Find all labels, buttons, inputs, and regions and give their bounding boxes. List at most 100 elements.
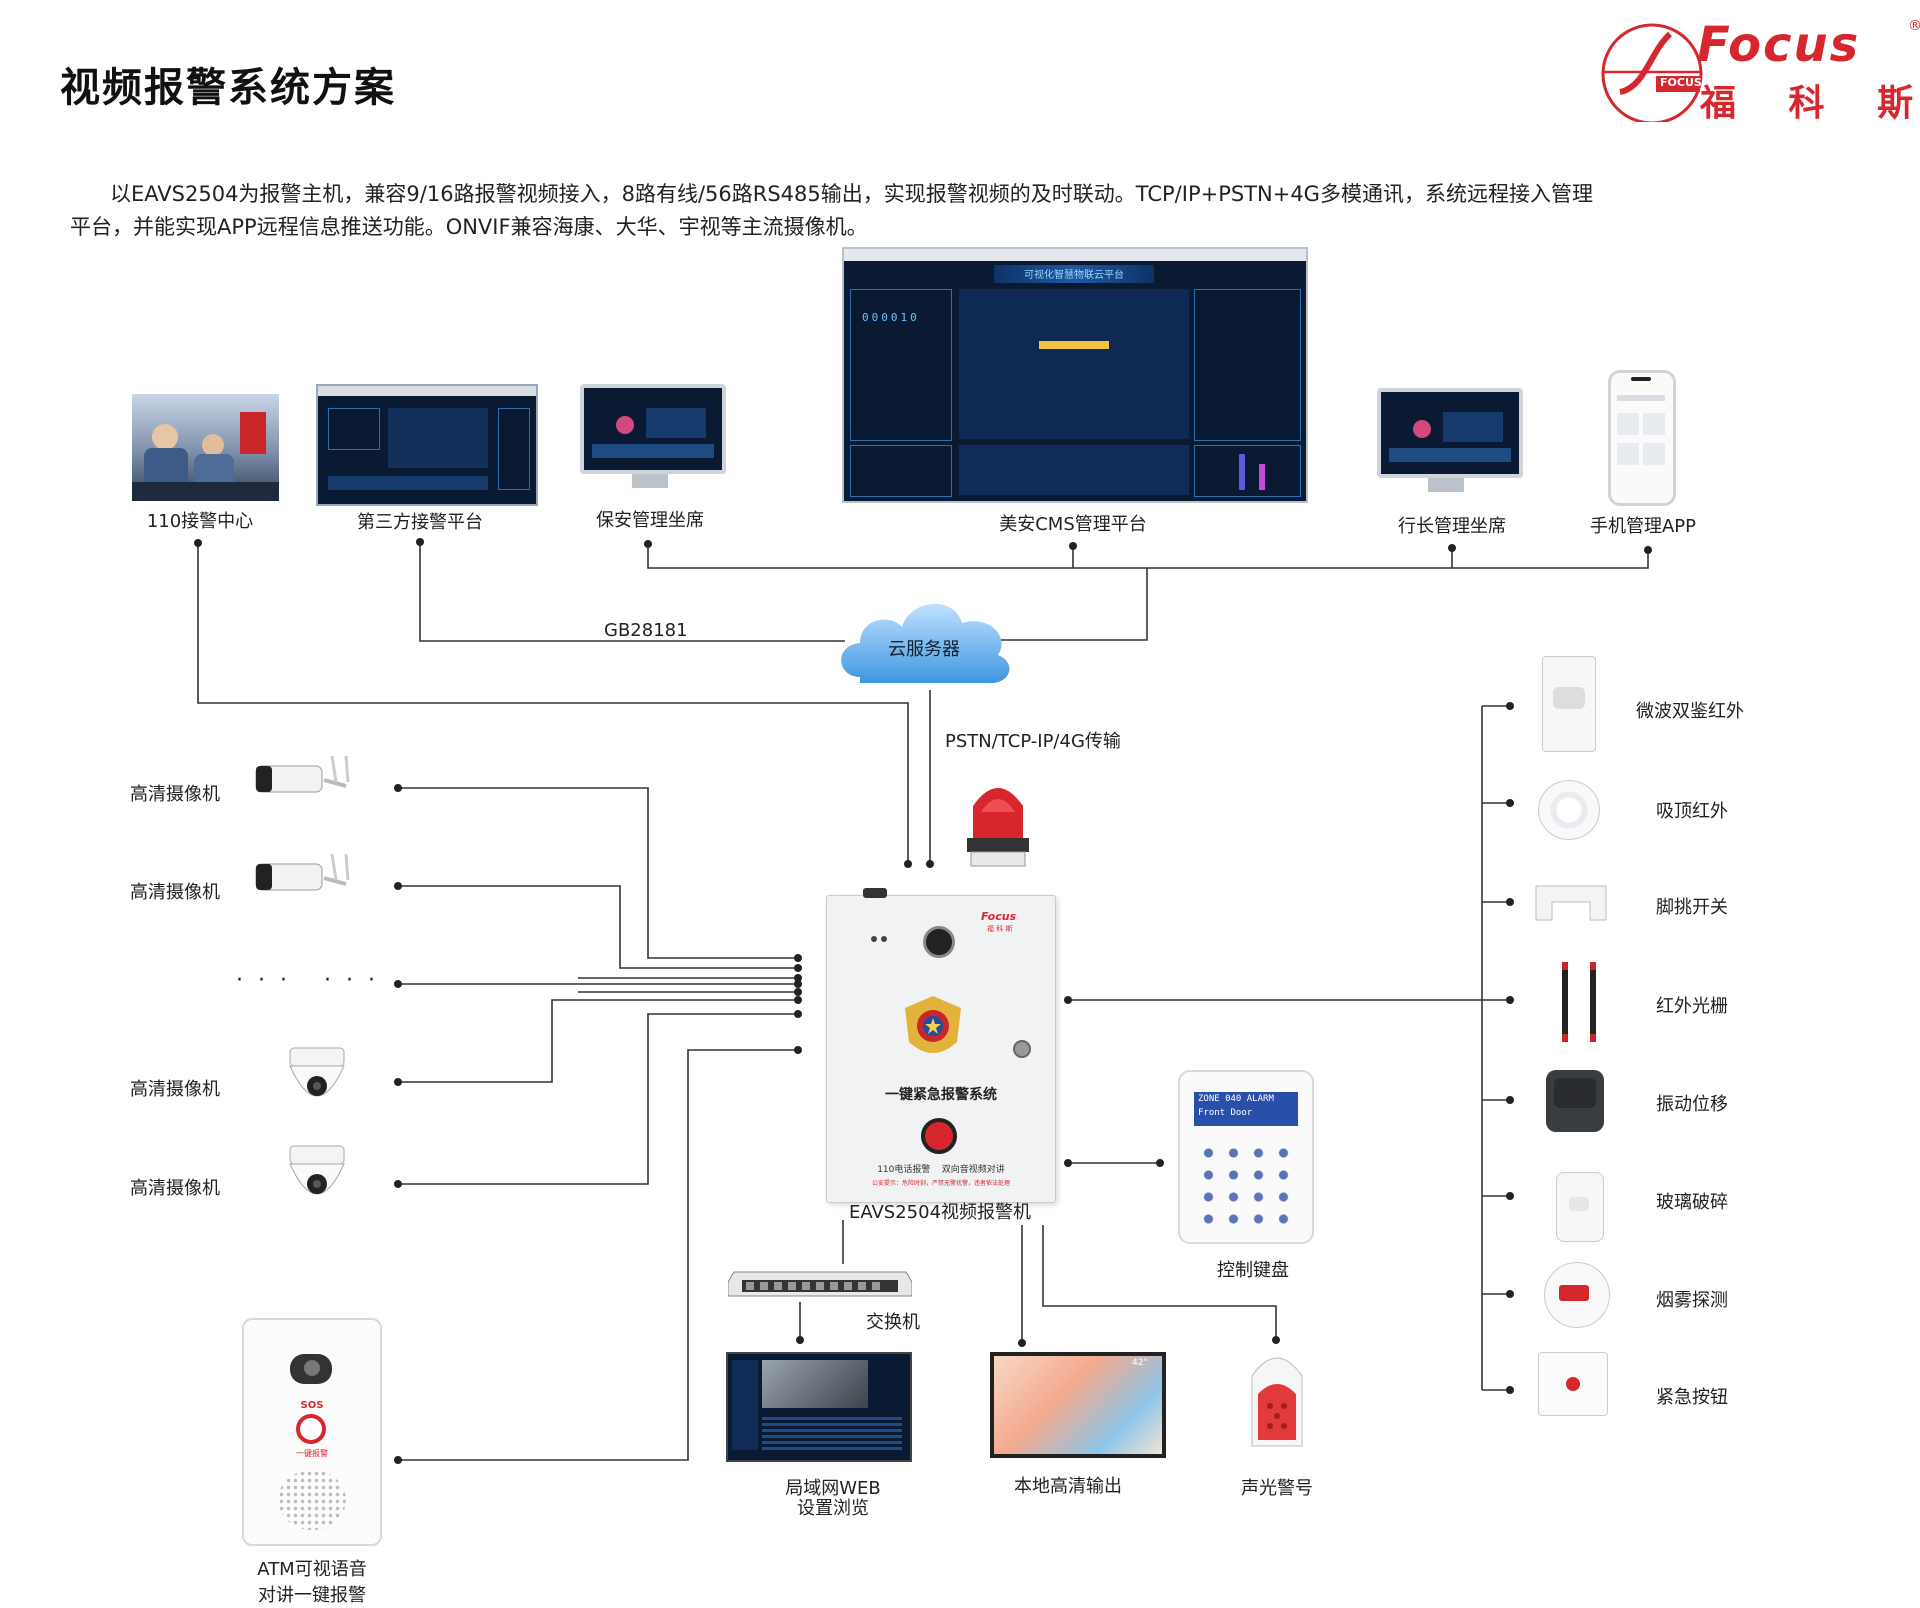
host-device: Focus 福 科 斯 一键紧急报警系统 110电话报警 双向音视频对讲 公安提… <box>826 888 1056 1203</box>
sensor-1-label: 微波双鉴红外 <box>1636 701 1744 722</box>
host-panel-note: 公安提示：危险时刻，严禁无警扰警，违者依法处理 <box>871 1180 1010 1187</box>
security-seat-label: 保安管理坐席 <box>596 510 704 531</box>
host-label: EAVS2504视频报警机 <box>848 1202 1032 1223</box>
rotating-beacon-icon <box>967 788 1029 867</box>
third-party-screen <box>316 384 538 506</box>
manager-seat-monitor <box>1377 388 1523 478</box>
sensor-6-label: 玻璃破碎 <box>1656 1192 1728 1213</box>
camera-dots-left: · · · <box>236 968 291 993</box>
speaker-grille-icon <box>278 1470 346 1530</box>
keypad-buttons-icon <box>1196 1142 1296 1232</box>
police-center-label: 110接警中心 <box>146 511 254 532</box>
security-seat-monitor <box>580 384 726 474</box>
cms-header-text: 可视化智慧物联云平台 <box>1024 270 1124 281</box>
sensor-2-label: 吸顶红外 <box>1656 801 1728 822</box>
logo-brand-en: Focus <box>1697 17 1861 73</box>
bullet-camera-1 <box>254 752 354 812</box>
atm-btn-text: 一键报警 <box>296 1449 328 1458</box>
foot-switch <box>1534 880 1608 924</box>
ceiling-pir-sensor <box>1538 780 1600 840</box>
camera-dots-right: · · · <box>324 968 379 993</box>
glass-break-sensor <box>1556 1172 1604 1242</box>
atm-label-line2: 对讲一键报警 <box>258 1585 366 1606</box>
page-title: 视频报警系统方案 <box>60 65 396 111</box>
sensor-7-label: 烟雾探测 <box>1656 1290 1728 1311</box>
bullet-camera-2 <box>254 850 354 910</box>
camera-2-label: 高清摄像机 <box>130 882 220 903</box>
web-browse-screen <box>726 1352 912 1462</box>
sensor-4-label: 红外光栅 <box>1656 996 1728 1017</box>
manager-seat-stand <box>1428 478 1464 492</box>
control-keypad: ZONE 040 ALARM Front Door <box>1178 1070 1314 1244</box>
foot-switch-icon <box>1535 885 1607 921</box>
host-brand-cn: 福 科 斯 <box>987 925 1013 933</box>
alarm-beacon <box>965 778 1031 868</box>
dome-camera-1 <box>282 1046 352 1114</box>
emergency-button[interactable] <box>921 1118 957 1154</box>
key-lock-icon <box>1013 1040 1031 1058</box>
cloud-icon <box>841 603 1010 684</box>
gb28181-label: GB28181 <box>604 620 688 641</box>
dome-camera-2 <box>282 1144 352 1212</box>
keypad-label: 控制键盘 <box>1217 1260 1289 1281</box>
sensor-5-label: 振动位移 <box>1656 1094 1728 1115</box>
bullet-camera-icon <box>255 853 350 891</box>
sensor-8-label: 紧急按钮 <box>1656 1387 1728 1408</box>
bullet-camera-icon <box>255 755 350 793</box>
host-panel-sub: 110电话报警 双向音视频对讲 <box>877 1165 1005 1175</box>
host-panel-title: 一键紧急报警系统 <box>885 1087 997 1103</box>
cloud-label: 云服务器 <box>888 639 960 660</box>
atm-sos-text: SOS <box>300 1400 324 1411</box>
camera-4-label: 高清摄像机 <box>130 1178 220 1199</box>
keypad-lcd-line2: Front Door <box>1198 1108 1253 1118</box>
focus-logo: FOCUS Focus ® 福 科 斯 <box>1590 12 1920 125</box>
emergency-push-button <box>1538 1352 1608 1416</box>
police-emblem-icon <box>901 994 965 1066</box>
infrared-beam-icon <box>1562 962 1596 1042</box>
mobile-phone <box>1608 370 1676 506</box>
intro-paragraph: 以EAVS2504为报警主机，兼容9/16路报警视频接入，8路有线/56路RS4… <box>70 178 1790 244</box>
web-label-line1: 局域网WEB <box>785 1478 881 1499</box>
mobile-app-label: 手机管理APP <box>1589 516 1697 537</box>
dome-camera-icon <box>289 1145 345 1195</box>
host-brand: Focus <box>981 910 1017 923</box>
host-camera-lens-icon <box>923 926 955 958</box>
cms-platform-screen: 可视化智慧物联云平台 000010 <box>842 247 1308 503</box>
logo-badge: FOCUS <box>1660 76 1702 89</box>
sensor-3-label: 脚挑开关 <box>1656 897 1728 918</box>
focus-logo-mark-icon <box>1601 23 1703 125</box>
keypad-lcd <box>1194 1092 1298 1126</box>
atm-sos-button-icon <box>296 1414 326 1444</box>
third-party-label: 第三方接警平台 <box>357 512 483 533</box>
atm-label-line1: ATM可视语音 <box>257 1559 367 1580</box>
transport-label: PSTN/TCP-IP/4G传输 <box>945 731 1121 752</box>
logo-registered: ® <box>1908 18 1920 34</box>
camera-3-label: 高清摄像机 <box>130 1079 220 1100</box>
siren <box>1242 1346 1312 1456</box>
police-center-photo <box>132 394 279 501</box>
cms-counter: 000010 <box>862 311 920 324</box>
keypad-lcd-line1: ZONE 040 ALARM <box>1198 1094 1274 1104</box>
cloud-server: 云服务器 <box>830 585 1018 695</box>
intro-line-1: 以EAVS2504为报警主机，兼容9/16路报警视频接入，8路有线/56路RS4… <box>110 182 1593 206</box>
manager-seat-label: 行长管理坐席 <box>1398 516 1506 537</box>
siren-label: 声光警号 <box>1241 1478 1313 1499</box>
security-seat-stand <box>632 474 668 488</box>
smoke-detector <box>1544 1262 1610 1328</box>
logo-brand-cn: 福 科 斯 <box>1700 83 1920 124</box>
intro-line-2: 平台，并能实现APP远程信息推送功能。ONVIF兼容海康、大华、宇视等主流摄像机… <box>70 215 868 239</box>
siren-strobe-icon <box>1251 1357 1303 1447</box>
microwave-pir-sensor <box>1542 656 1596 752</box>
switch-label: 交换机 <box>866 1312 920 1333</box>
atm-intercom: SOS 一键报警 <box>242 1318 382 1546</box>
web-label-line2: 设置浏览 <box>797 1498 869 1519</box>
network-switch <box>727 1266 913 1302</box>
tv-size-text: 42" <box>1132 1358 1148 1368</box>
camera-1-label: 高清摄像机 <box>130 784 220 805</box>
infrared-beam <box>1556 960 1602 1044</box>
switch-icon <box>727 1271 913 1297</box>
dome-camera-icon <box>289 1047 345 1097</box>
cms-label: 美安CMS管理平台 <box>999 514 1147 535</box>
local-output-label: 本地高清输出 <box>1014 1476 1122 1497</box>
